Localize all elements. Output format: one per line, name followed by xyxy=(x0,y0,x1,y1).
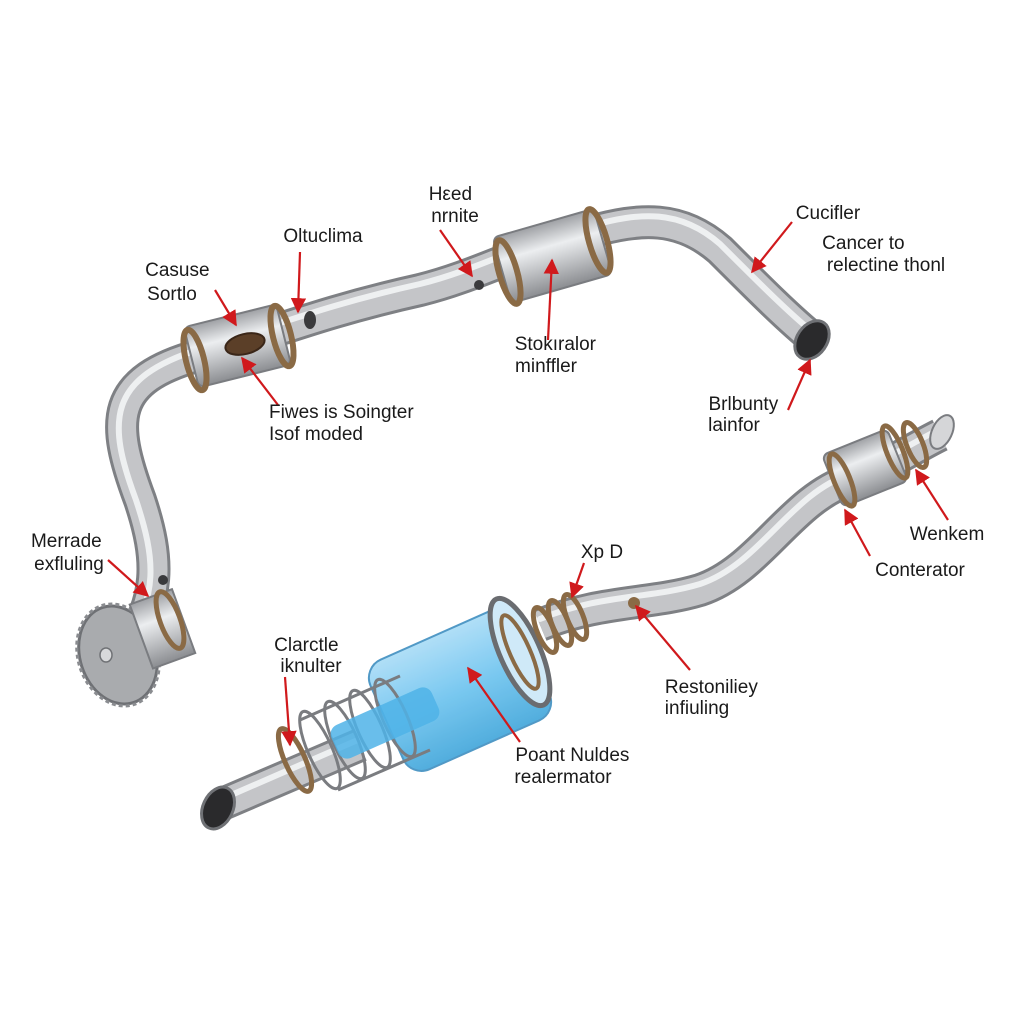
arrow-xpd xyxy=(569,562,586,599)
lower-pipe-assembly xyxy=(200,414,955,831)
upper-pipe-outlet xyxy=(793,319,831,361)
label-conterator: Conterator xyxy=(875,560,965,581)
label-brlbunty: Brlbunty lainfor xyxy=(708,394,783,436)
lower-pipe-end xyxy=(929,414,955,450)
arrow-fiwes xyxy=(241,356,279,406)
coupler-slot xyxy=(224,332,266,356)
lower-pipe-inlet xyxy=(200,785,236,831)
arrow-merrade xyxy=(107,559,150,598)
arrow-clarctle xyxy=(281,676,297,747)
upper-muffler xyxy=(492,206,614,307)
callout-labels: Casuse Sortlo Oltuclima Hεed nrnite Cuci… xyxy=(31,184,984,788)
label-cancer-to: Cancer to relectine thonl xyxy=(822,233,945,276)
arrow-conterator xyxy=(844,508,871,557)
upper-pipe-highlight xyxy=(115,213,818,647)
label-fiwes-soingter: Fiwes is Soingter Isof moded xyxy=(269,402,419,445)
label-cause-sorito: Casuse Sortlo xyxy=(145,260,215,305)
label-wenkem: Wenkem xyxy=(910,524,985,545)
label-xp-d: Xp D xyxy=(581,542,623,563)
inlet-flange xyxy=(75,587,197,708)
label-merrade: Merrade exfluling xyxy=(31,531,107,575)
upper-pipe-assembly xyxy=(75,205,831,708)
arrow-cause xyxy=(214,289,237,327)
label-stokralor: Stokıralor minffler xyxy=(515,334,602,377)
label-clarctle: Clarctle iknulter xyxy=(274,635,344,677)
arrow-brlbunty xyxy=(786,358,812,411)
label-heed-nrnite: Hεed nrnite xyxy=(429,184,479,227)
arrow-stokralor xyxy=(543,258,559,341)
pipe-hole xyxy=(474,280,484,290)
lower-right-coupler xyxy=(822,420,930,509)
arrow-poant xyxy=(467,666,521,743)
callout-arrows xyxy=(107,221,949,747)
upper-pipe xyxy=(108,208,824,659)
catalytic-converter xyxy=(275,592,590,794)
arrow-oltuclima xyxy=(290,251,307,314)
label-restoniliey: Restoniliey infiuling xyxy=(665,677,763,719)
arrow-restoniliey xyxy=(635,604,691,671)
left-coupler xyxy=(180,302,297,394)
arrow-heed xyxy=(439,229,473,278)
pipe-hole xyxy=(158,575,168,585)
label-poant: Poant Nuldes realermator xyxy=(514,745,634,788)
label-oltuclima: Oltuclima xyxy=(283,226,363,247)
label-cucifler: Cucifler xyxy=(796,203,861,224)
arrow-cucifler xyxy=(751,221,793,274)
pipe-hole xyxy=(304,311,316,329)
arrow-wenkem xyxy=(915,468,949,521)
